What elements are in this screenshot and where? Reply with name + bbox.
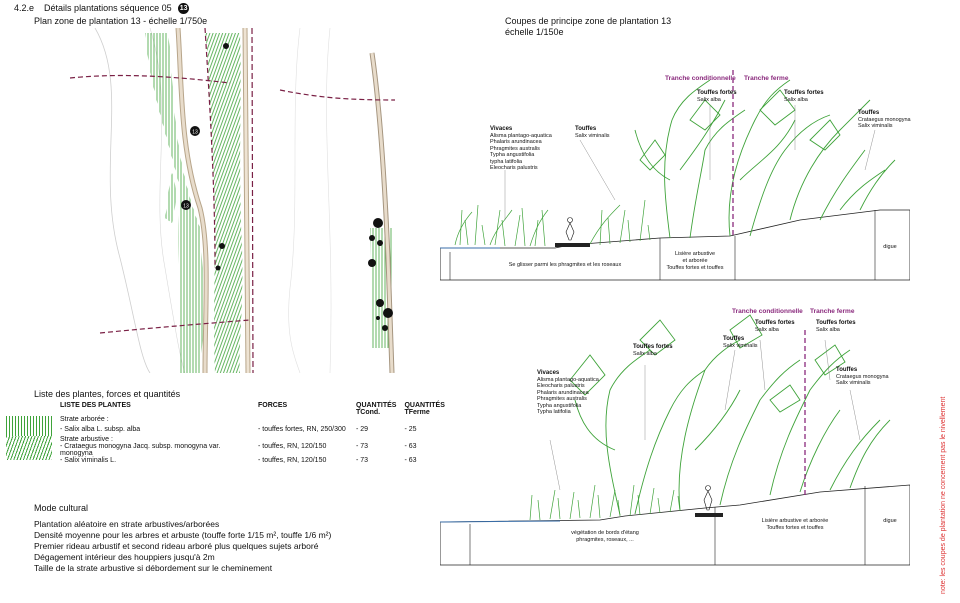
mode-cultural-title: Mode cultural xyxy=(34,503,89,513)
table-row: - Salix viminalis L. - touffes, RN, 120/… xyxy=(60,457,417,464)
lower-touffes-fortes-3-label: Touffes fortes Salix alba xyxy=(816,320,856,333)
header-forces: FORCES xyxy=(258,402,288,409)
plan-marker-13-b xyxy=(181,200,191,210)
upper-ground-label-2: Lisière arbustive et arborée Touffes for… xyxy=(666,251,724,271)
lower-touffes-2-label: Touffes Crataegus monogyna Salix viminal… xyxy=(836,367,889,386)
section-heading: 4.2.e Détails plantations séquence 05 13 xyxy=(14,3,190,15)
plan-hatch-zone-left xyxy=(145,33,205,373)
upper-touffes-2-label: Touffes Crataegus monogyna Salix viminal… xyxy=(858,110,911,129)
plan-drawing: 13 13 xyxy=(69,28,395,373)
mode-cultural-text: Plantation aléatoire en strate arbustive… xyxy=(34,519,332,573)
lower-touffes-label: Touffes Salix viminalis xyxy=(723,336,758,349)
upper-touffes-fortes-1-label: Touffes fortes Salix alba xyxy=(697,90,737,103)
coupe-title: Coupes de principe zone de plantation 13… xyxy=(505,16,671,38)
upper-vivaces-label: Vivaces Alisma plantago-aquatica Phalari… xyxy=(490,126,552,171)
plan-hatch-zone-center xyxy=(205,33,243,373)
upper-tranche-cond-label: Tranche conditionnelle xyxy=(665,75,736,82)
lower-touffes-fortes-1-label: Touffes fortes Salix alba xyxy=(633,344,673,357)
side-note: note: les coupes de plantation ne concer… xyxy=(940,396,947,594)
lower-ground-label-3: digue xyxy=(883,518,897,524)
table-row: - Crataegus monogyna Jacq. subsp. monogy… xyxy=(60,443,417,457)
table-row: Strate arborée : xyxy=(2,416,449,436)
lower-ground-label-1: végétation de bords d'étang phragmites, … xyxy=(571,530,639,543)
lower-vivaces-label: Vivaces Alisma plantago-aquatica Eleocha… xyxy=(537,370,599,415)
upper-touffes-label: Touffes Salix viminalis xyxy=(575,126,610,139)
table-row: - Salix alba L. subsp. alba - touffes fo… xyxy=(60,426,417,433)
lower-ground-label-2: Lisière arbustive et arborée Touffes for… xyxy=(761,518,829,531)
plan-title: Plan zone de plantation 13 - échelle 1/7… xyxy=(34,16,208,26)
plan-marker-13-a xyxy=(190,126,200,136)
upper-ground-label-3: digue xyxy=(883,244,897,250)
header-plants: LISTE DES PLANTES xyxy=(60,402,131,409)
section-badge: 13 xyxy=(178,3,190,15)
lower-touffes-fortes-2-label: Touffes fortes Salix alba xyxy=(755,320,795,333)
upper-touffes-fortes-2-label: Touffes fortes Salix alba xyxy=(784,90,824,103)
plan-marker-13-a-label: 13 xyxy=(192,130,198,136)
plant-list-title: Liste des plantes, forces et quantités xyxy=(34,389,181,399)
swatch-strate-arboree xyxy=(6,416,52,436)
section-upper-drawing xyxy=(440,70,910,281)
upper-tranche-ferme-label: Tranche ferme xyxy=(744,75,789,82)
coupe-title-line1: Coupes de principe zone de plantation 13 xyxy=(505,16,672,26)
lower-tranche-ferme-label: Tranche ferme xyxy=(810,308,855,315)
group-strate-arboree: Strate arborée : xyxy=(60,416,109,423)
upper-ground-label-1: Se glisser parmi les phragmites et les r… xyxy=(508,262,622,268)
section-lower-drawing xyxy=(440,314,910,566)
table-row: Strate arbustive : xyxy=(2,436,449,460)
plan-marker-13-b-label: 13 xyxy=(183,204,189,210)
section-number: 4.2.e xyxy=(14,3,35,13)
group-strate-arbustive: Strate arbustive : xyxy=(60,436,113,443)
coupe-title-line2: échelle 1/150e xyxy=(505,27,564,37)
section-title: Détails plantations séquence 05 xyxy=(44,3,172,13)
swatch-strate-arbustive xyxy=(6,436,52,460)
lower-tranche-cond-label: Tranche conditionnelle xyxy=(732,308,803,315)
